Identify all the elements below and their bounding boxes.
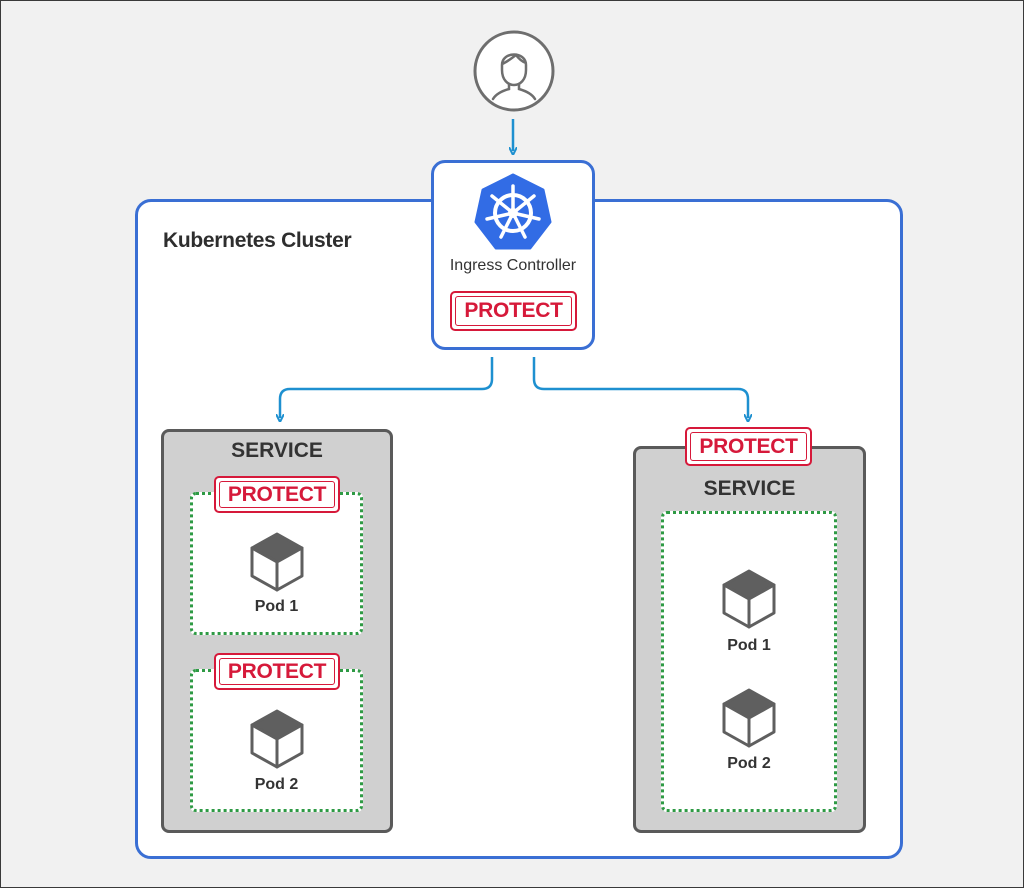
protect-badge-pod-left-1: PROTECT — [214, 476, 340, 513]
pod-right-container — [661, 511, 837, 812]
protect-badge-service-right: PROTECT — [685, 427, 812, 466]
pod-right-1-label: Pod 1 — [727, 637, 771, 654]
user-icon — [472, 29, 556, 113]
protect-badge-pod-left-2: PROTECT — [214, 653, 340, 690]
cube-icon — [246, 529, 308, 595]
pod-left-1-label: Pod 1 — [254, 598, 299, 615]
protect-badge-ingress: PROTECT — [450, 291, 577, 331]
ingress-to-right-service-arrow — [532, 357, 748, 418]
cube-icon — [718, 685, 780, 751]
cube-icon — [718, 566, 780, 632]
pod-left-2-label: Pod 2 — [254, 776, 299, 793]
cube-icon — [246, 706, 308, 772]
ingress-to-left-service-arrow — [280, 357, 494, 418]
kubernetes-helm-icon — [473, 173, 553, 253]
ingress-controller-label: Ingress Controller — [449, 257, 577, 274]
service-left-title: SERVICE — [231, 439, 323, 462]
pod-right-2-label: Pod 2 — [727, 755, 771, 772]
cluster-title: Kubernetes Cluster — [163, 229, 352, 252]
service-right-title: SERVICE — [703, 477, 796, 500]
